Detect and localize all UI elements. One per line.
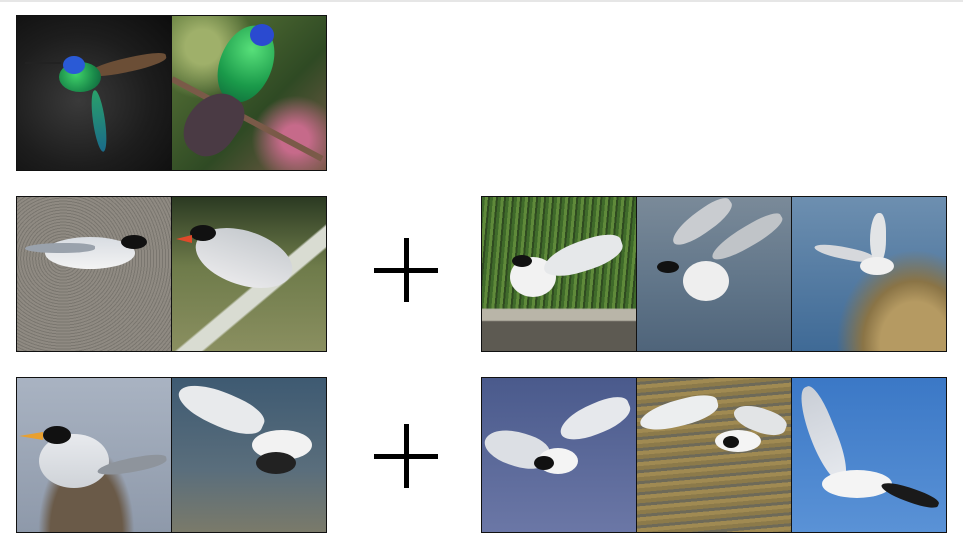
tern-icon xyxy=(822,470,892,498)
hummingbird-tail xyxy=(88,89,110,153)
image-tile-tern-sand xyxy=(17,197,171,351)
image-tile-tern-flight-purple-sky xyxy=(482,378,636,532)
tern-icon xyxy=(45,237,135,269)
hummingbird-beak xyxy=(25,62,61,64)
tern-cap xyxy=(43,426,71,444)
image-tile-tern-rock-perch xyxy=(17,378,171,532)
tern-wing xyxy=(870,213,886,263)
tern-cap xyxy=(190,225,216,241)
tern-cap xyxy=(121,235,147,249)
image-tile-tern-fishing-sea xyxy=(637,378,791,532)
fish xyxy=(256,452,296,474)
tern-beak xyxy=(176,235,192,243)
tern-icon xyxy=(860,257,894,275)
row-3-left-group xyxy=(16,377,327,533)
row-2-left-group xyxy=(16,196,327,352)
tern-cap xyxy=(657,261,679,273)
tern-wing xyxy=(555,391,635,447)
tern-cap xyxy=(723,436,739,448)
hummingbird-head xyxy=(63,56,85,74)
tern-wing xyxy=(637,390,721,436)
tern-wing xyxy=(879,478,941,512)
tern-wing xyxy=(25,243,95,253)
plus-icon xyxy=(374,424,438,488)
top-divider xyxy=(0,0,963,2)
tern-wing xyxy=(539,229,627,283)
hummingbird-head xyxy=(250,24,274,46)
image-tile-tern-blue-sky xyxy=(792,378,946,532)
row-2-right-group xyxy=(481,196,947,352)
tern-cap xyxy=(512,255,532,267)
image-tile-tern-reeds xyxy=(482,197,636,351)
tern-cap xyxy=(534,456,554,470)
tern-icon xyxy=(683,261,729,301)
tern-beak xyxy=(19,432,43,440)
image-tile-tern-fence xyxy=(172,197,326,351)
row-3-right-group xyxy=(481,377,947,533)
image-tile-tern-flying-rock xyxy=(792,197,946,351)
image-tile-hummingbird-branch xyxy=(172,16,326,170)
row-1-left-group xyxy=(16,15,327,171)
tern-wing xyxy=(172,378,270,443)
image-tile-hummingbird-dark xyxy=(17,16,171,170)
image-tile-tern-water-landing xyxy=(637,197,791,351)
plus-icon xyxy=(374,238,438,302)
image-tile-tern-diving xyxy=(172,378,326,532)
